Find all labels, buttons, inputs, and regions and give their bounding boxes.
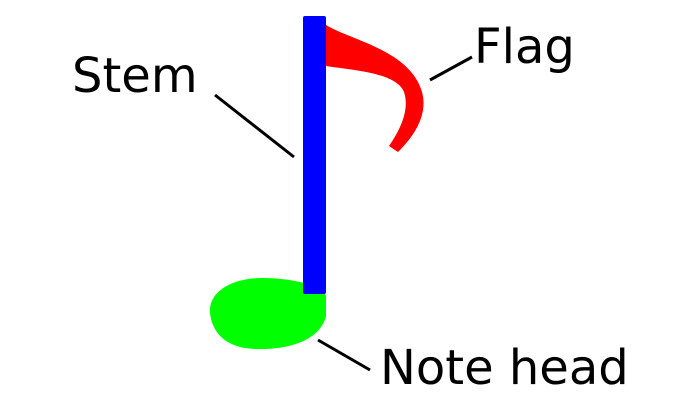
flag-leader-line	[429, 55, 473, 82]
note-head	[209, 278, 326, 350]
note-stem	[303, 16, 326, 294]
note-flag	[326, 25, 424, 152]
note-head-label: Note head	[380, 340, 629, 396]
note-head-leader-line	[317, 338, 371, 372]
stem-leader-line	[214, 93, 295, 159]
stem-label: Stem	[72, 48, 198, 104]
flag-label: Flag	[474, 19, 575, 75]
